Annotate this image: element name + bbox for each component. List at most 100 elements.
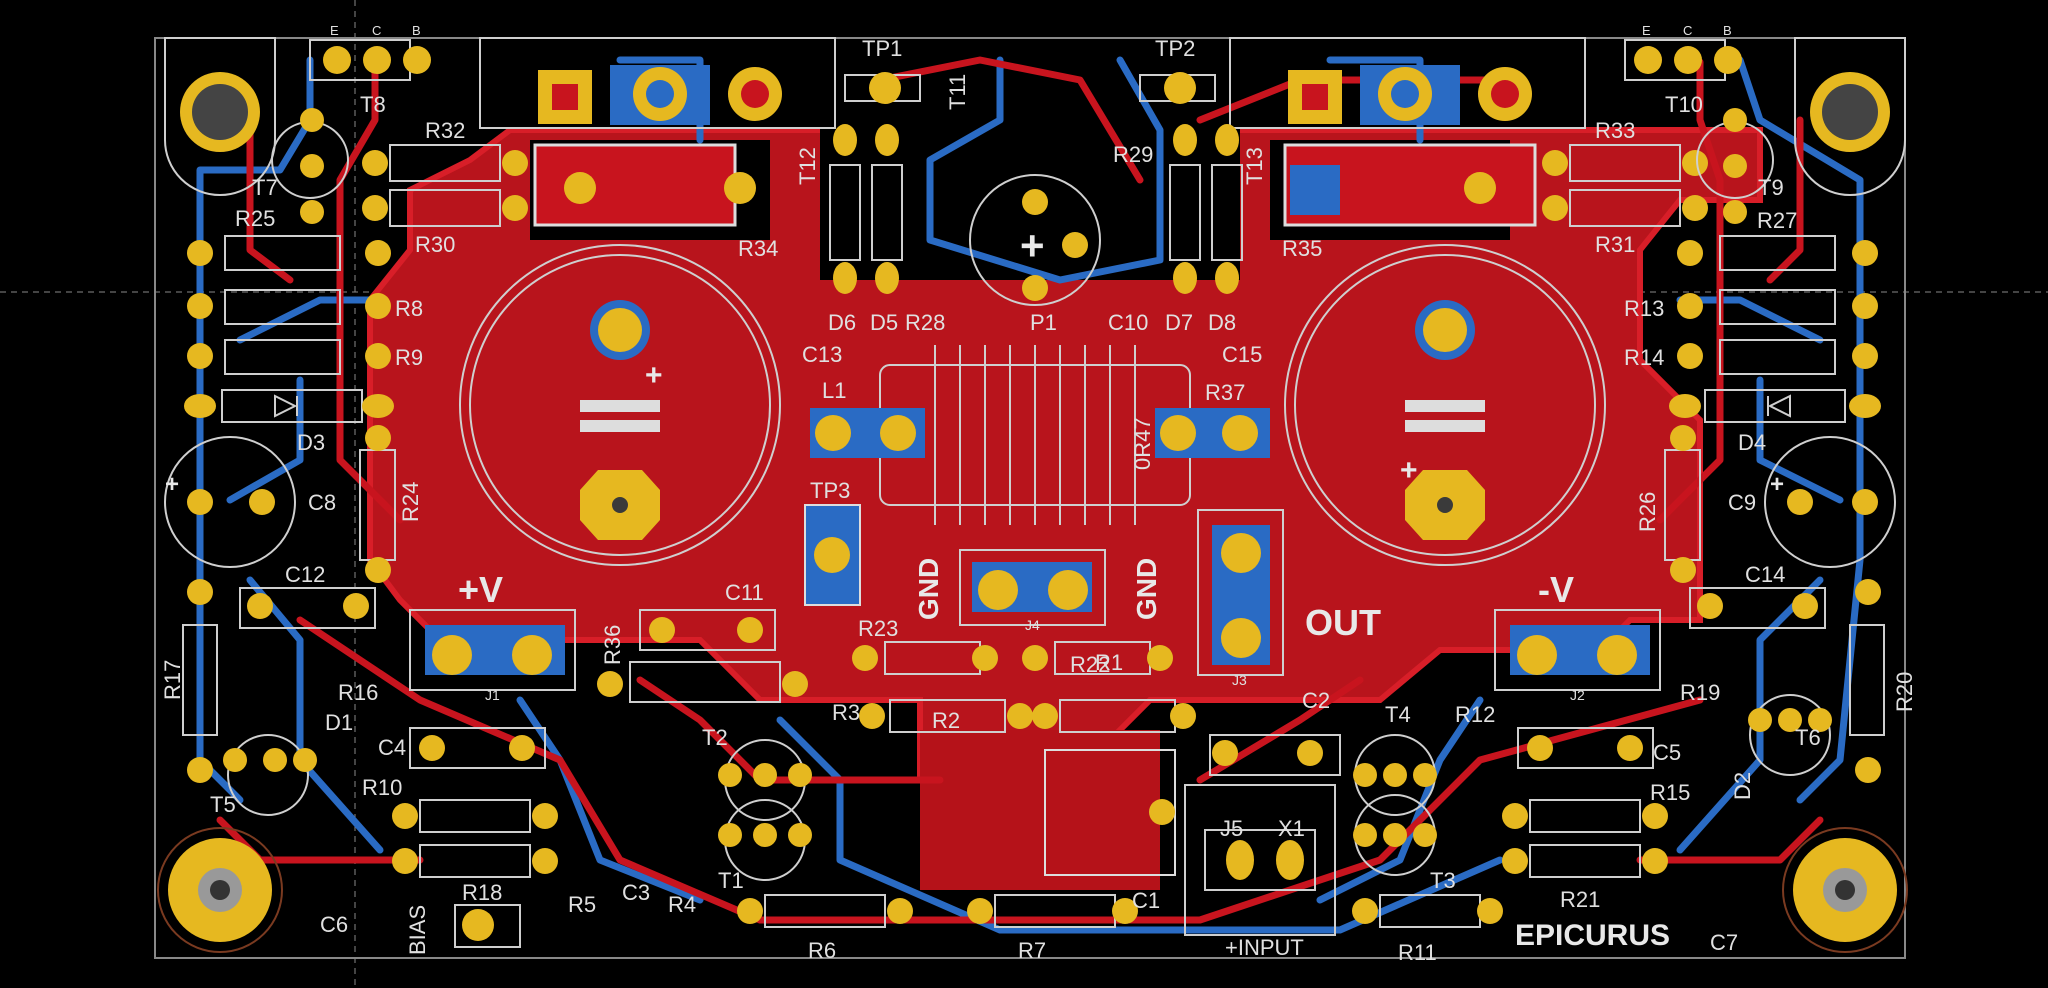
label-c8-plus: + (165, 471, 179, 498)
label-j5: J5 (1220, 816, 1243, 841)
diode-d3[interactable] (184, 389, 394, 423)
connector-j1[interactable] (409, 609, 576, 691)
label-c1: C1 (1132, 888, 1160, 913)
capacitor-c8[interactable] (164, 436, 296, 568)
label-minus-v: -V (1538, 569, 1574, 610)
label-r32: R32 (425, 118, 465, 143)
label-r28: R28 (905, 310, 945, 335)
label-r16: R16 (338, 680, 378, 705)
label-t4: T4 (1385, 702, 1411, 727)
connector-j3[interactable] (1197, 509, 1284, 676)
label-t10: T10 (1665, 92, 1703, 117)
label-c11: C11 (725, 580, 764, 605)
capacitor-c9[interactable] (1764, 436, 1896, 568)
transistor-t8[interactable] (309, 39, 431, 81)
label-r7: R7 (1018, 938, 1046, 963)
label-t11: T11 (945, 74, 970, 110)
test-point-tp3[interactable] (804, 504, 861, 606)
label-gnd-right: GND (1131, 558, 1162, 620)
label-d1: D1 (325, 710, 353, 735)
label-c13: C13 (802, 342, 842, 367)
test-point-tp2[interactable] (1139, 72, 1216, 104)
label-t9: T9 (1758, 175, 1784, 200)
label-r1: R1 (1095, 650, 1123, 675)
connector-j5-x1[interactable] (1184, 784, 1336, 936)
label-c15-plus: + (1400, 454, 1418, 487)
label-r18: R18 (462, 880, 502, 905)
label-t1: T1 (718, 868, 744, 893)
label-j2: J2 (1570, 687, 1585, 703)
label-c2: C2 (1302, 688, 1330, 713)
label-r23: R23 (858, 616, 898, 641)
label-d2: D2 (1730, 772, 1755, 800)
diodes-d5-d8 (829, 124, 1243, 294)
capacitor-c15[interactable] (1284, 244, 1606, 566)
label-c15: C15 (1222, 342, 1262, 367)
small-transistors (223, 108, 1832, 881)
label-r21: R21 (1560, 887, 1600, 912)
copper-pour-lower (920, 730, 1160, 890)
test-point-tp1[interactable] (844, 72, 921, 104)
label-tp2: TP2 (1155, 36, 1195, 61)
label-r11: R11 (1398, 940, 1437, 965)
label-c9: C9 (1728, 490, 1756, 515)
label-tp1: TP1 (862, 36, 902, 61)
label-t3: T3 (1430, 868, 1456, 893)
svg-text:+: + (1020, 222, 1045, 269)
label-r3: R3 (832, 700, 860, 725)
inductor-l1[interactable] (810, 345, 1270, 525)
diode-d4[interactable] (1669, 389, 1881, 423)
transistor-t10[interactable] (1624, 39, 1742, 81)
label-r15: R15 (1650, 780, 1690, 805)
connector-j2[interactable] (1494, 609, 1661, 691)
label-r29: R29 (1113, 142, 1153, 167)
label-p1: P1 (1030, 310, 1057, 335)
trimmer-p1[interactable]: + (969, 174, 1101, 306)
label-t6: T6 (1795, 725, 1821, 750)
label-d8: D8 (1208, 310, 1236, 335)
label-c6: C6 (320, 912, 348, 937)
power-transistor-left[interactable] (479, 37, 836, 227)
label-t8-b: B (412, 23, 421, 38)
label-r4: R4 (668, 892, 696, 917)
label-board-name: EPICURUS (1515, 919, 1670, 952)
label-r20: R20 (1892, 672, 1917, 712)
label-r2: R2 (932, 708, 960, 733)
label-c3: C3 (622, 880, 650, 905)
label-c9-plus: + (1770, 471, 1784, 498)
mounting-hole-bottom-left (157, 827, 283, 953)
label-r30: R30 (415, 232, 455, 257)
label-l1: L1 (822, 378, 846, 403)
label-t12: T12 (795, 147, 820, 185)
label-r37: R37 (1205, 380, 1245, 405)
label-r24: R24 (398, 482, 423, 522)
label-r17: R17 (160, 660, 185, 700)
connector-j4[interactable] (959, 549, 1106, 626)
label-t8-c: C (372, 23, 381, 38)
silkscreen-labels: TP1 TP2 TP3 T1 T2 T3 T4 T5 T6 T7 T8 T9 T… (160, 23, 1917, 965)
label-l1-value: 0R47 (1130, 417, 1155, 470)
label-gnd-left: GND (913, 558, 944, 620)
label-c10: C10 (1108, 310, 1148, 335)
label-d6: D6 (828, 310, 856, 335)
label-r6: R6 (808, 938, 836, 963)
capacitor-c13[interactable] (459, 244, 781, 566)
label-r27: R27 (1757, 208, 1797, 233)
label-r36: R36 (600, 625, 625, 665)
label-bias: BIAS (405, 905, 430, 955)
resistor-footprints (182, 144, 1885, 948)
label-t2: T2 (702, 725, 728, 750)
label-d4: D4 (1738, 430, 1766, 455)
label-plus-v: +V (458, 569, 503, 610)
mounting-hole-bottom-right (1782, 827, 1908, 953)
label-r10: R10 (362, 775, 402, 800)
label-r13: R13 (1624, 296, 1664, 321)
label-r31: R31 (1595, 232, 1635, 257)
label-r5: R5 (568, 892, 596, 917)
label-r12: R12 (1455, 702, 1495, 727)
label-c7: C7 (1710, 930, 1738, 955)
label-r19: R19 (1680, 680, 1720, 705)
label-t8: T8 (360, 92, 386, 117)
power-transistor-right[interactable] (1229, 37, 1586, 227)
